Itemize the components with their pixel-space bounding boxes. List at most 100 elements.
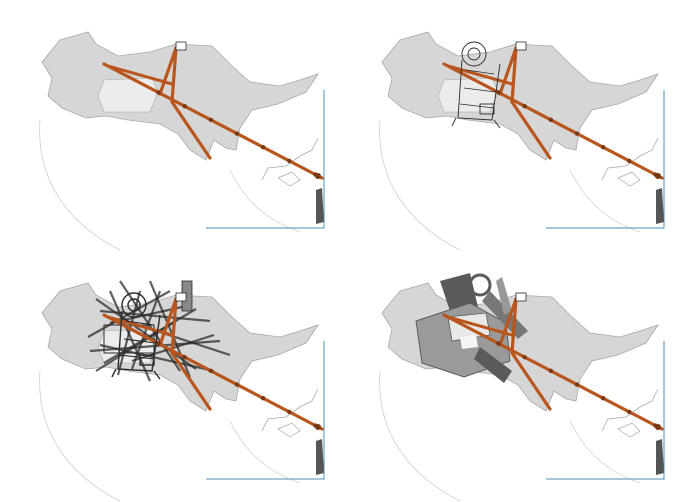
axis-line xyxy=(498,297,518,347)
mass-ring xyxy=(468,273,492,297)
axis-endpoint-marker xyxy=(175,292,187,302)
axis-endpoint-marker xyxy=(515,41,527,51)
axis-line xyxy=(510,297,518,355)
axis-node xyxy=(655,424,661,430)
machine-sketch xyxy=(451,41,501,129)
sketch-stroke xyxy=(148,280,192,378)
axis-line xyxy=(442,62,664,180)
axis-line xyxy=(170,100,212,160)
sketch-stroke xyxy=(116,290,142,376)
axis-line xyxy=(170,297,178,355)
mass-wing xyxy=(474,347,512,383)
sketch-stroke xyxy=(95,298,197,370)
axis-lines xyxy=(442,292,664,431)
panel-axes-with-machine xyxy=(340,0,680,251)
axis-node xyxy=(496,341,501,346)
axis-node xyxy=(548,117,554,123)
axis-line xyxy=(510,351,552,411)
axis-node xyxy=(260,396,266,401)
mass-arm xyxy=(482,291,528,339)
axis-node xyxy=(182,103,187,109)
panel-drawing xyxy=(379,273,665,502)
axis-node xyxy=(496,90,501,95)
sketch-stroke xyxy=(130,290,162,370)
machine-crossbar xyxy=(119,320,157,360)
axis-node xyxy=(315,173,321,179)
axis-lines xyxy=(102,41,324,180)
axis-line xyxy=(510,46,518,104)
coastline xyxy=(261,137,319,181)
axis-node xyxy=(182,354,187,360)
axis-line xyxy=(170,46,178,104)
axis-node xyxy=(156,90,161,95)
sketch-rect xyxy=(103,324,155,354)
axis-node xyxy=(600,145,606,150)
axis-node xyxy=(655,173,661,179)
axis-endpoint-marker xyxy=(515,292,527,302)
courtyard-shape xyxy=(437,77,499,113)
axis-lines xyxy=(442,41,664,180)
coastal-building xyxy=(277,422,301,438)
machine-box xyxy=(479,103,495,115)
axis-line xyxy=(158,46,178,96)
axis-node xyxy=(208,117,214,123)
panel-drawing xyxy=(39,280,325,502)
mass-mast xyxy=(496,277,512,315)
wheel-shape xyxy=(121,292,147,318)
axis-node xyxy=(600,396,606,401)
machine-sketch xyxy=(111,292,161,380)
machine-crossbar xyxy=(459,69,497,109)
landmass-shape xyxy=(41,282,319,412)
sketch-stroke xyxy=(95,320,177,372)
coastal-building xyxy=(277,171,301,187)
frame-line xyxy=(546,90,665,229)
mass-tower xyxy=(440,273,478,311)
machine-leg xyxy=(451,117,501,129)
wheel-hub xyxy=(127,298,141,312)
axis-endpoint-marker xyxy=(175,41,187,51)
coastal-building xyxy=(617,422,641,438)
axis-node xyxy=(287,158,292,164)
axis-lines xyxy=(102,292,324,431)
axis-node xyxy=(287,409,292,415)
sketch-stroke xyxy=(119,280,181,372)
frame-line xyxy=(206,90,325,229)
axis-node xyxy=(548,368,554,374)
axis-node xyxy=(208,368,214,374)
axis-node xyxy=(627,158,632,164)
axis-node xyxy=(522,103,527,109)
axis-node xyxy=(234,382,240,387)
axis-node xyxy=(315,424,321,430)
layered-lines xyxy=(87,280,231,382)
courtyard-shape xyxy=(97,77,159,113)
context-line xyxy=(39,119,121,251)
axis-line xyxy=(106,64,174,86)
axis-line xyxy=(446,315,514,337)
landmass-shape xyxy=(41,31,319,161)
axis-node xyxy=(260,145,266,150)
panel-layered-sketch xyxy=(0,251,340,502)
machine-leg xyxy=(111,368,161,380)
machine-box xyxy=(139,354,155,366)
pier-block xyxy=(656,439,664,475)
coastline xyxy=(261,388,319,432)
sketch-stroke xyxy=(108,290,152,382)
axis-line xyxy=(446,64,514,86)
wheel-hub xyxy=(467,47,481,61)
landmass-shape xyxy=(381,31,659,161)
coastline xyxy=(601,388,659,432)
frame-line xyxy=(546,341,665,480)
axis-node xyxy=(574,131,580,136)
pier-block xyxy=(316,188,324,224)
context-line xyxy=(379,370,461,502)
panel-massing-model xyxy=(340,251,680,502)
axis-line xyxy=(102,62,324,180)
axis-node xyxy=(234,131,240,136)
coastal-building xyxy=(617,171,641,187)
axis-line xyxy=(158,297,178,347)
axis-line xyxy=(498,46,518,96)
context-line xyxy=(39,370,121,502)
panel-drawing xyxy=(39,31,325,251)
axis-line xyxy=(442,313,664,431)
